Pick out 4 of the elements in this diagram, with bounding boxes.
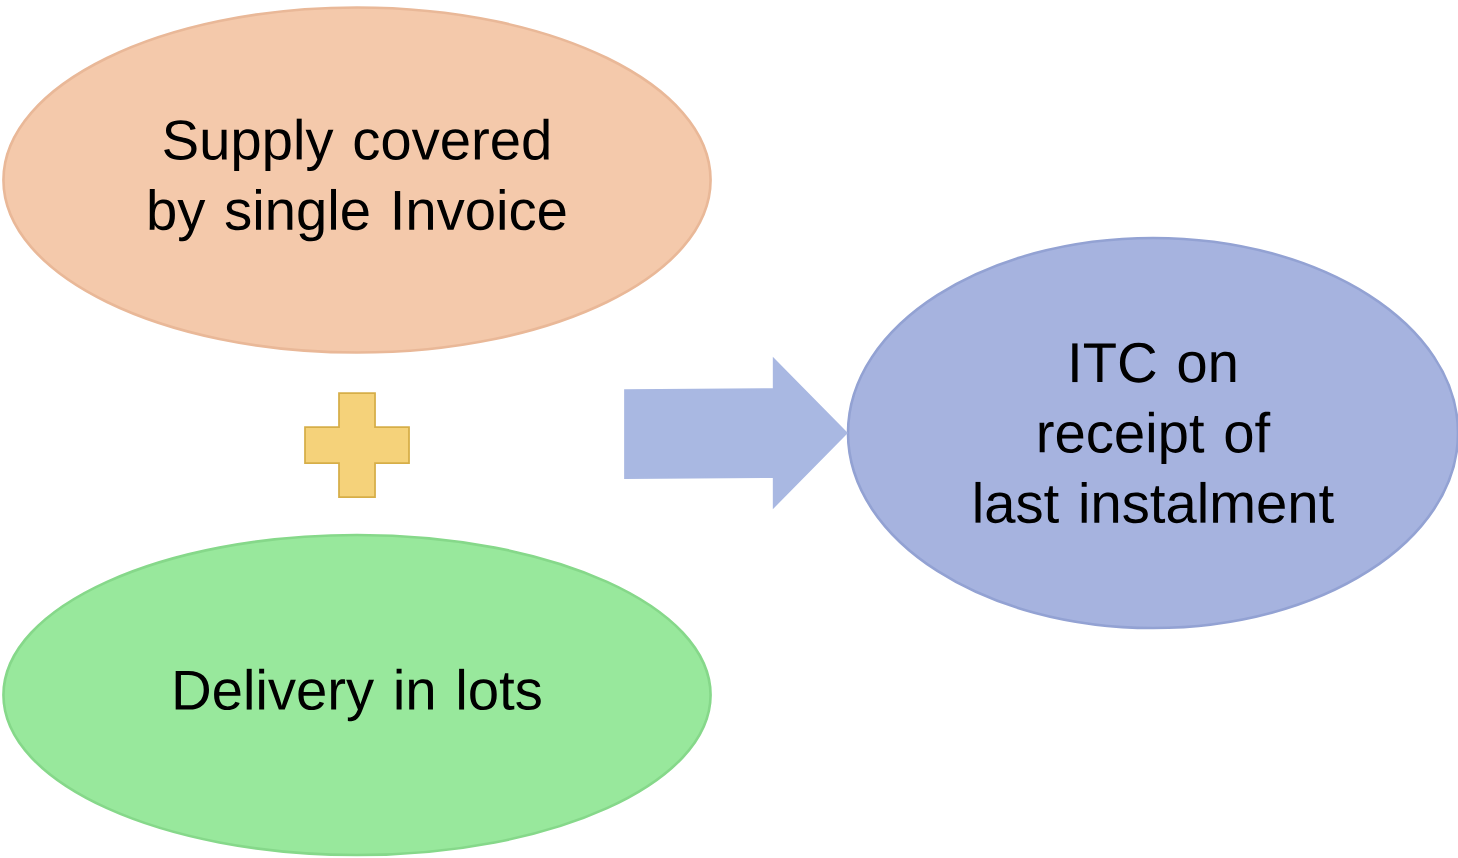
ellipse-node: Delivery in lots (2, 533, 712, 857)
ellipse-node: ITC on receipt of last instalment (846, 236, 1458, 630)
block-arrow (624, 356, 848, 510)
ellipse-node: Supply covered by single Invoice (2, 6, 712, 354)
